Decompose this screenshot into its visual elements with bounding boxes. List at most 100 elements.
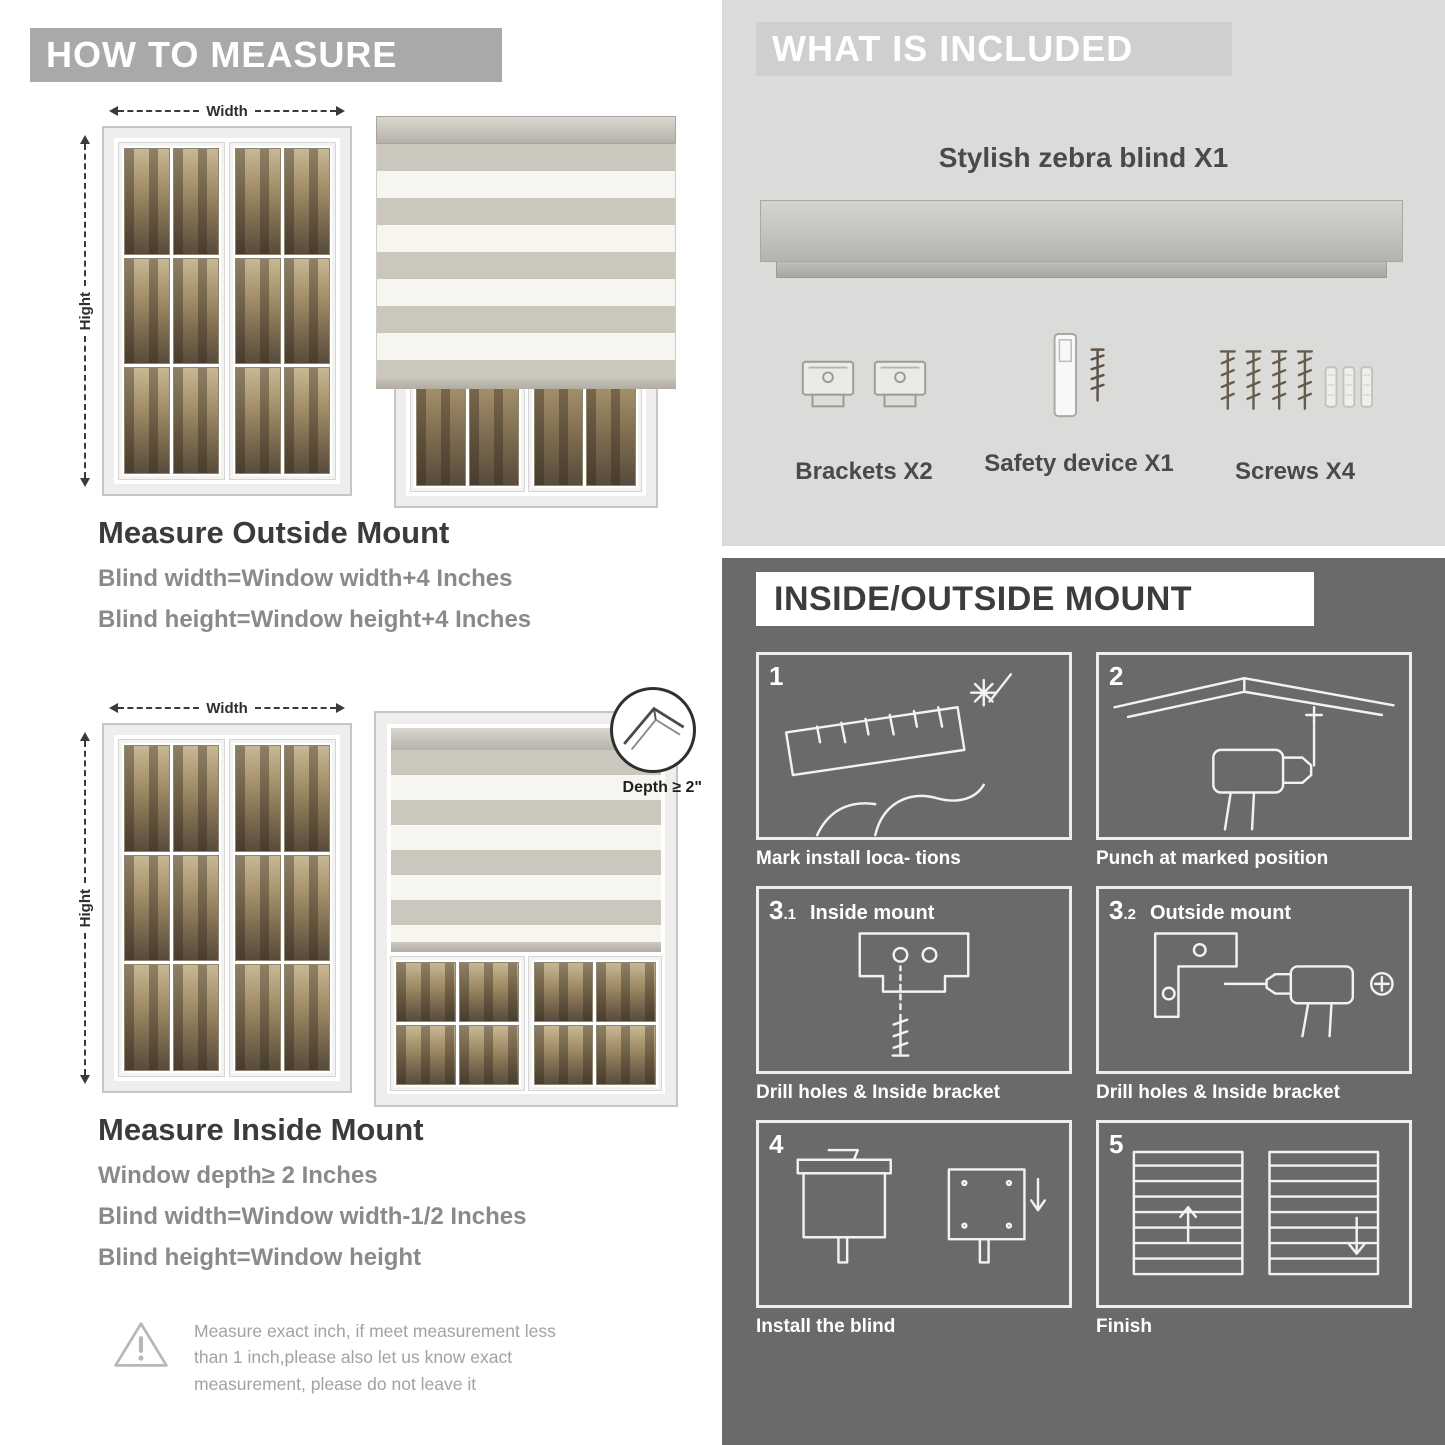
step-2: 2 Punch at marked p xyxy=(1096,652,1412,870)
zebra-blind-illustration xyxy=(376,116,676,389)
brackets-label: Brackets X2 xyxy=(795,458,933,485)
outside-formula-width: Blind width=Window width+4 Inches xyxy=(98,565,513,592)
safety-device-label: Safety device X1 xyxy=(984,450,1174,477)
mount-steps-grid: 1 Mark install loca- tions xyxy=(756,652,1412,1338)
blind-stripes xyxy=(391,750,661,943)
arrow-up-icon xyxy=(80,130,90,144)
step-1: 1 Mark install loca- tions xyxy=(756,652,1072,870)
window-panes-below-blind xyxy=(390,952,662,1091)
blind-headrail-bottom xyxy=(776,262,1387,278)
window-frame xyxy=(374,711,678,1107)
window-sash xyxy=(229,142,336,480)
width-arrow: Width xyxy=(104,102,350,120)
safety-device-icon xyxy=(1053,333,1105,418)
step-3-2-panel: 3 .2 Outside mount xyxy=(1096,886,1412,1074)
what-is-included-section: WHAT IS INCLUDED Stylish zebra blind X1 xyxy=(722,0,1445,546)
corner-detail-icon xyxy=(623,706,685,751)
blind-bottom-rail xyxy=(391,942,661,953)
step-5: 5 Finish xyxy=(1096,1120,1412,1338)
outside-mount-title: Measure Outside Mount xyxy=(98,515,450,550)
arrow-right-icon xyxy=(336,703,350,713)
step-3-1-caption: Drill holes & Inside bracket xyxy=(756,1082,1000,1103)
step-number: 2 xyxy=(1109,661,1124,691)
arrow-right-icon xyxy=(336,106,350,116)
zebra-blind-illustration xyxy=(391,728,661,953)
included-item-screws: Screws X4 xyxy=(1200,330,1390,486)
step-number: 3 xyxy=(1109,895,1124,925)
zebra-blind-outside-figure xyxy=(376,116,676,508)
outside-formula-height: Blind height=Window height+4 Inches xyxy=(98,606,532,633)
depth-callout-label: Depth ≥ 2" xyxy=(622,779,702,796)
height-label: Hight xyxy=(76,888,94,928)
step-2-caption: Punch at marked position xyxy=(1096,848,1329,869)
screws-label: Screws X4 xyxy=(1234,458,1356,485)
step-2-panel: 2 xyxy=(1096,652,1412,840)
width-arrow: Width xyxy=(104,699,350,717)
blind-cassette xyxy=(391,728,661,750)
arrow-up-icon xyxy=(80,727,90,741)
arrow-left-icon xyxy=(104,703,118,713)
outside-bracket-art xyxy=(1153,932,1394,1038)
step-4: 4 xyxy=(756,1120,1072,1338)
included-item-brackets: Brackets X2 xyxy=(774,330,954,486)
arrow-down-icon xyxy=(80,478,90,492)
height-arrow: Hight xyxy=(74,727,96,1089)
step-1-caption: Mark install loca- tions xyxy=(756,848,961,869)
drill-ceiling-art xyxy=(1113,676,1395,831)
arrow-down-icon xyxy=(80,1075,90,1089)
finish-art xyxy=(1132,1150,1380,1276)
inside-bracket-art xyxy=(858,932,970,1057)
window-illustration xyxy=(102,126,352,496)
height-label: Hight xyxy=(76,291,94,331)
width-label: Width xyxy=(206,699,248,717)
blind-headrail-illustration xyxy=(760,200,1403,262)
depth-magnifier-circle xyxy=(610,687,696,773)
how-to-measure-section: HOW TO MEASURE Width Hight xyxy=(0,0,722,1445)
step-5-caption: Finish xyxy=(1096,1316,1152,1337)
inside-mount-figures: Width Hight xyxy=(70,687,702,1107)
inside-mount-title: Measure Inside Mount xyxy=(98,1112,424,1147)
step-3-2: 3 .2 Outside mount xyxy=(1096,886,1412,1104)
included-item-safety-device: Safety device X1 xyxy=(974,322,1184,478)
step-4-caption: Install the blind xyxy=(756,1316,896,1337)
window-figure-outside: Width Hight xyxy=(70,100,352,496)
arrow-left-icon xyxy=(104,106,118,116)
width-label: Width xyxy=(206,102,248,120)
zebra-blind-inside-figure: Depth ≥ 2" xyxy=(374,687,702,1107)
blind-cassette xyxy=(376,116,676,144)
step-3-2-caption: Drill holes & Inside bracket xyxy=(1096,1082,1340,1103)
how-to-measure-header: HOW TO MEASURE xyxy=(30,28,502,82)
warning-icon xyxy=(114,1322,168,1367)
step-1-panel: 1 xyxy=(756,652,1072,840)
what-is-included-title: WHAT IS INCLUDED xyxy=(772,28,1134,69)
inside-formula-width: Blind width=Window width-1/2 Inches xyxy=(98,1203,527,1230)
outside-mount-figures: Width Hight xyxy=(70,100,676,508)
warning-text: Measure exact inch, if meet measurement … xyxy=(194,1321,556,1394)
how-to-measure-title: HOW TO MEASURE xyxy=(46,34,398,75)
inside-formula-height: Blind height=Window height xyxy=(98,1244,422,1271)
step-3-1-panel: 3 .1 Inside mount xyxy=(756,886,1072,1074)
bracket-icon xyxy=(801,360,855,408)
window-illustration xyxy=(102,723,352,1093)
window-sash xyxy=(118,142,225,480)
inside-formula-depth: Window depth≥ 2 Inches xyxy=(98,1162,378,1189)
mark-location-art xyxy=(784,673,1013,837)
what-is-included-header: WHAT IS INCLUDED xyxy=(756,22,1232,76)
step-number: 1 xyxy=(769,661,784,691)
step-5-panel: 5 xyxy=(1096,1120,1412,1308)
height-arrow: Hight xyxy=(74,130,96,492)
measurement-warning: Measure exact inch, if meet measurement … xyxy=(112,1318,642,1397)
mount-header-title: INSIDE/OUTSIDE MOUNT xyxy=(774,579,1193,618)
step-3-1: 3 .1 Inside mount Drill holes & In xyxy=(756,886,1072,1104)
product-label: Stylish zebra blind X1 xyxy=(938,142,1229,173)
step-number: 4 xyxy=(769,1129,784,1159)
step-number: 5 xyxy=(1109,1129,1124,1159)
window-figure-inside: Width Hight xyxy=(70,697,352,1093)
install-blind-art xyxy=(796,1148,1046,1264)
bracket-icon xyxy=(873,360,927,408)
screws-icon xyxy=(1219,350,1374,410)
step-number: 3 xyxy=(769,895,784,925)
blind-stripes xyxy=(376,144,676,376)
mount-header: INSIDE/OUTSIDE MOUNT xyxy=(756,572,1314,626)
